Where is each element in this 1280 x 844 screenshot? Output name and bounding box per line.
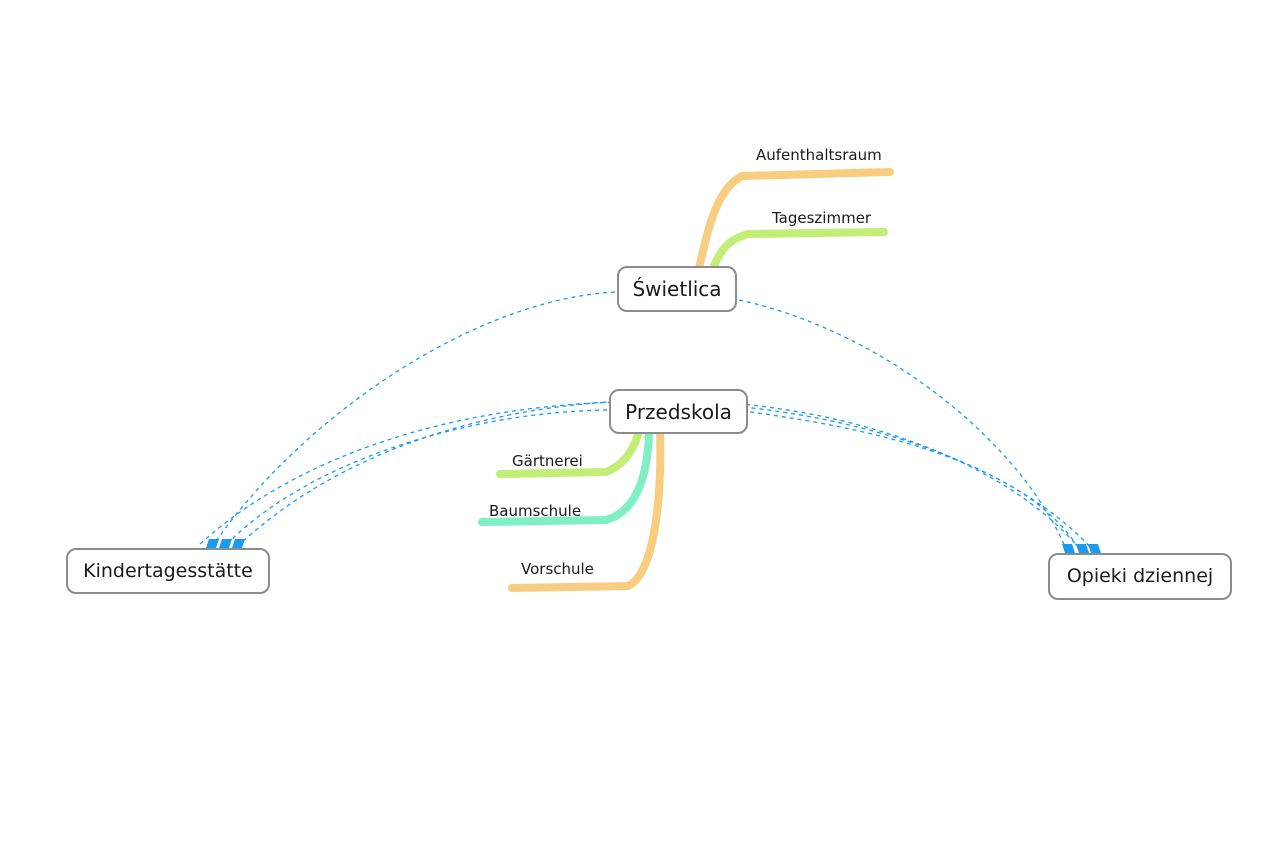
branch-label-aufenthaltsraum[interactable]: Aufenthaltsraum — [756, 146, 882, 164]
branch-line-baumschule — [478, 428, 653, 526]
branch-line-tageszimmer — [709, 228, 888, 272]
branch-line-gaertnerei — [496, 428, 643, 478]
branch-label-tageszimmer[interactable]: Tageszimmer — [772, 209, 872, 227]
node-swietlica[interactable]: Świetlica — [617, 266, 737, 312]
branch-label-gaertnerei[interactable]: Gärtnerei — [512, 452, 583, 470]
branch-label-vorschule[interactable]: Vorschule — [521, 560, 594, 578]
node-label-opieki-dziennej: Opieki dziennej — [1066, 565, 1214, 587]
link-swietlica-opieki — [738, 299, 1067, 550]
link-kindertagesstaette-opieki — [199, 401, 1093, 550]
branch-label-baumschule[interactable]: Baumschule — [489, 502, 582, 520]
node-label-przedskola: Przedskola — [625, 399, 732, 424]
arrowheads-kindertagesstaette — [206, 539, 245, 548]
node-kindertagesstaette[interactable]: Kindertagesstätte — [66, 548, 270, 594]
branch-line-aufenthaltsraum — [695, 168, 894, 272]
branch-line-vorschule — [508, 428, 665, 592]
link-przedskola-kindertagesstaette — [226, 409, 608, 545]
node-przedskola[interactable]: Przedskola — [609, 389, 748, 434]
link-przedskola-opieki — [749, 411, 1080, 550]
node-label-swietlica: Świetlica — [632, 277, 722, 301]
node-opieki-dziennej[interactable]: Opieki dziennej — [1048, 553, 1232, 600]
arrowheads-opieki — [1062, 544, 1101, 553]
node-label-kindertagesstaette: Kindertagesstätte — [83, 559, 253, 582]
